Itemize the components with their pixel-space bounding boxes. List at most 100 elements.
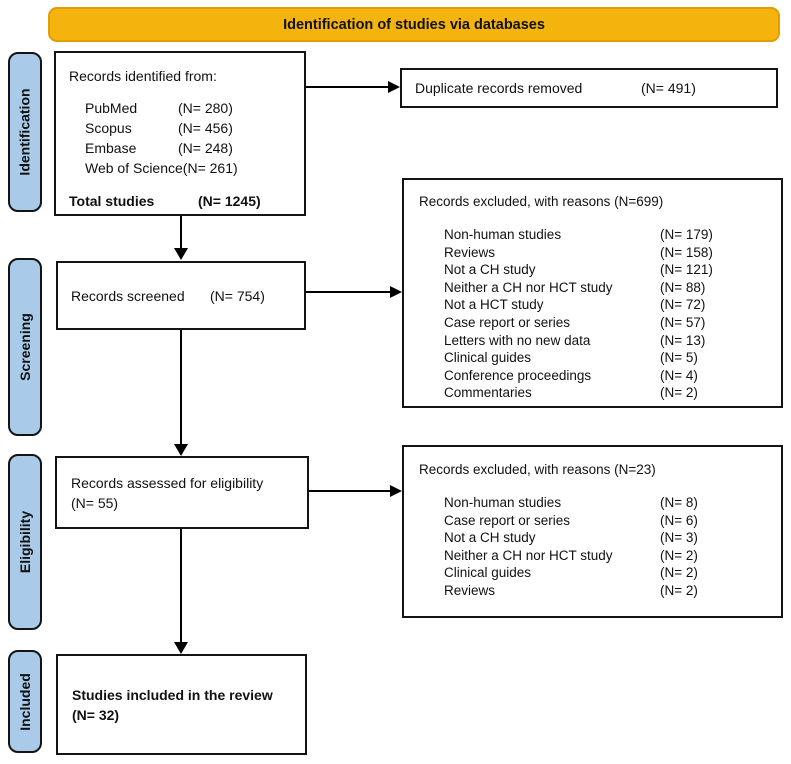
total-studies-label: Total studies bbox=[69, 193, 155, 209]
exclusion-reason-count: (N= 2) bbox=[660, 582, 698, 598]
included-label: Studies included in the review bbox=[72, 686, 273, 703]
source-row: Embase (N= 248) bbox=[85, 138, 298, 158]
exclusion-reason-count: (N= 2) bbox=[660, 385, 698, 401]
exclusion-reason-row: Clinical guides (N= 5) bbox=[444, 349, 775, 367]
arrow-identified-to-screened-head bbox=[174, 248, 188, 260]
arrow-assessed-to-excluded-line bbox=[309, 490, 390, 492]
stage-label-identification-text: Identification bbox=[17, 88, 33, 176]
assessed-count: (N= 55) bbox=[71, 494, 119, 511]
stage-label-included: Included bbox=[8, 650, 42, 753]
exclusion-reason-label: Reviews bbox=[444, 244, 496, 260]
exclusion-reason-label: Commentaries bbox=[444, 385, 532, 401]
exclusion-reason-row: Commentaries (N= 2) bbox=[444, 384, 775, 402]
exclusion-reason-label: Not a CH study bbox=[444, 262, 536, 278]
screened-label: Records screened bbox=[71, 287, 185, 304]
source-label: Scopus bbox=[85, 120, 132, 136]
arrow-screened-to-excluded-head bbox=[390, 286, 402, 298]
exclusion-reason-count: (N= 158) bbox=[660, 244, 713, 260]
stage-label-eligibility: Eligibility bbox=[8, 454, 42, 630]
exclusion-reason-count: (N= 57) bbox=[660, 314, 706, 330]
stage-label-screening-text: Screening bbox=[17, 313, 34, 381]
records-identified-title: Records identified from: bbox=[69, 68, 217, 84]
exclusion-reason-row: Non-human studies (N= 179) bbox=[444, 226, 775, 244]
exclusion-reason-row: Reviews (N= 158) bbox=[444, 244, 775, 262]
source-row: Scopus (N= 456) bbox=[85, 118, 298, 138]
source-count: (N= 248) bbox=[178, 140, 233, 156]
stage-label-screening: Screening bbox=[8, 258, 42, 436]
exclusion-reason-label: Non-human studies bbox=[444, 227, 562, 242]
source-row: PubMed (N= 280) bbox=[85, 98, 298, 118]
box-records-assessed: Records assessed for eligibility (N= 55) bbox=[55, 456, 309, 529]
exclusion-reason-count: (N= 8) bbox=[660, 495, 698, 510]
exclusion-reason-row: Not a CH study (N= 121) bbox=[444, 261, 775, 279]
exclusion-reason-label: Non-human studies bbox=[444, 495, 562, 510]
exclusion-reason-label: Case report or series bbox=[444, 314, 571, 330]
exclusion-reason-row: Neither a CH nor HCT study (N= 2) bbox=[444, 547, 775, 565]
exclusion-reason-label: Conference proceedings bbox=[444, 367, 592, 383]
duplicates-count: (N= 491) bbox=[641, 80, 696, 96]
exclusion-reason-label: Reviews bbox=[444, 582, 496, 598]
assessed-label: Records assessed for eligibility bbox=[71, 474, 264, 491]
source-label: Web of Science bbox=[85, 160, 183, 176]
total-studies-count: (N= 1245) bbox=[198, 193, 261, 209]
exclusion-reason-label: Case report or series bbox=[444, 512, 571, 528]
exclusion-reason-count: (N= 2) bbox=[660, 565, 698, 581]
box-records-screened: Records screened (N= 754) bbox=[56, 261, 306, 330]
excluded-screening-title: Records excluded, with reasons (N=699) bbox=[419, 194, 664, 209]
arrow-assessed-to-excluded-head bbox=[390, 485, 402, 497]
exclusion-reason-label: Neither a CH nor HCT study bbox=[444, 279, 613, 295]
box-duplicates-removed: Duplicate records removed (N= 491) bbox=[400, 68, 778, 108]
exclusion-reason-row: Non-human studies (N= 8) bbox=[444, 494, 775, 512]
stage-label-identification: Identification bbox=[8, 52, 42, 212]
source-row: Web of Science (N= 261) bbox=[85, 158, 298, 178]
exclusion-reason-row: Letters with no new data (N= 13) bbox=[444, 332, 775, 350]
exclusion-reason-count: (N= 5) bbox=[660, 350, 698, 366]
source-count: (N= 456) bbox=[178, 120, 233, 136]
exclusion-reason-count: (N= 6) bbox=[660, 512, 698, 528]
exclusion-reason-row: Not a CH study (N= 3) bbox=[444, 529, 775, 547]
excluded-eligibility-title: Records excluded, with reasons (N=23) bbox=[419, 462, 656, 477]
arrow-assessed-to-included-line bbox=[180, 529, 182, 642]
total-studies-row: Total studies (N= 1245) bbox=[69, 191, 298, 211]
header-banner: Identification of studies via databases bbox=[48, 7, 780, 42]
exclusion-reason-label: Not a HCT study bbox=[444, 297, 544, 313]
exclusion-reason-row: Conference proceedings (N= 4) bbox=[444, 367, 775, 385]
box-excluded-eligibility: Records excluded, with reasons (N=23) No… bbox=[402, 445, 783, 618]
exclusion-reason-row: Not a HCT study (N= 72) bbox=[444, 296, 775, 314]
arrow-screened-to-assessed-head bbox=[174, 444, 188, 456]
source-label: Embase bbox=[85, 140, 137, 156]
duplicates-label: Duplicate records removed bbox=[415, 80, 583, 96]
exclusion-reason-row: Case report or series (N= 57) bbox=[444, 314, 775, 332]
exclusion-reason-label: Neither a CH nor HCT study bbox=[444, 547, 613, 563]
box-records-identified: Records identified from: PubMed (N= 280)… bbox=[54, 51, 306, 216]
exclusion-reason-label: Not a CH study bbox=[444, 530, 536, 546]
screened-count: (N= 754) bbox=[210, 287, 265, 304]
source-list: PubMed (N= 280) Scopus (N= 456) Embase (… bbox=[85, 98, 298, 178]
exclusion-reason-count: (N= 3) bbox=[660, 530, 698, 546]
exclusion-reason-count: (N= 4) bbox=[660, 367, 698, 383]
exclusion-reason-count: (N= 2) bbox=[660, 547, 698, 563]
arrow-assessed-to-included-head bbox=[174, 642, 188, 654]
exclusion-reason-count: (N= 88) bbox=[660, 279, 706, 295]
exclusion-reason-count: (N= 13) bbox=[660, 332, 706, 348]
arrow-identified-to-duplicates-head bbox=[388, 81, 400, 93]
exclusion-reason-row: Case report or series (N= 6) bbox=[444, 512, 775, 530]
arrow-screened-to-assessed-line bbox=[180, 330, 182, 444]
exclusion-reason-row: Neither a CH nor HCT study (N= 88) bbox=[444, 279, 775, 297]
arrow-identified-to-screened-line bbox=[180, 216, 182, 248]
exclusion-reason-label: Clinical guides bbox=[444, 350, 532, 366]
exclusion-reason-count: (N= 179) bbox=[660, 227, 713, 242]
source-count: (N= 261) bbox=[182, 160, 238, 176]
stage-label-eligibility-text: Eligibility bbox=[17, 510, 34, 574]
excluded-screening-list: Non-human studies (N= 179) Reviews (N= 1… bbox=[444, 226, 775, 402]
box-studies-included: Studies included in the review (N= 32) bbox=[56, 654, 307, 755]
box-excluded-screening: Records excluded, with reasons (N=699) N… bbox=[402, 178, 783, 408]
arrow-screened-to-excluded-line bbox=[306, 291, 390, 293]
excluded-eligibility-list: Non-human studies (N= 8) Case report or … bbox=[444, 494, 775, 600]
exclusion-reason-label: Clinical guides bbox=[444, 565, 532, 581]
exclusion-reason-count: (N= 121) bbox=[660, 262, 713, 278]
included-count: (N= 32) bbox=[72, 706, 120, 723]
exclusion-reason-row: Clinical guides (N= 2) bbox=[444, 564, 775, 582]
arrow-identified-to-duplicates-line bbox=[306, 86, 388, 88]
